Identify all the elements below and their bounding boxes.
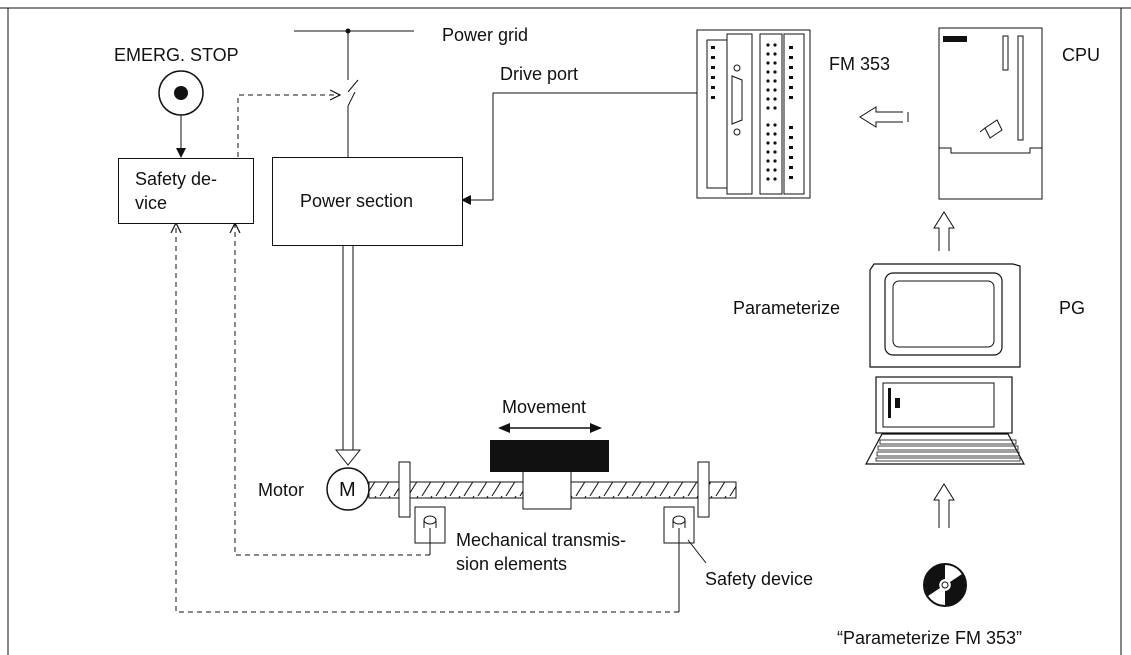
safety-device-leader (687, 539, 707, 564)
right-sensor-icon (663, 506, 695, 612)
pg-to-cpu-arrow (933, 211, 955, 251)
drive-port-label: Drive port (500, 64, 579, 84)
power-grid-label: Power grid (442, 25, 529, 45)
cpu-module-icon (938, 27, 1043, 200)
power-to-motor-double-arrow (334, 245, 362, 466)
movement-arrow-icon (498, 423, 602, 433)
left-sensor-feedback-dashed (235, 223, 430, 556)
cd-disc-icon (923, 563, 967, 607)
pg-computer-icon (865, 263, 1025, 465)
emergency-stop-icon (158, 70, 204, 116)
fm353-label: FM 353 (829, 54, 891, 74)
drive-shaft (368, 461, 737, 518)
cpu-to-fm353-arrow (859, 106, 909, 128)
emergency-stop-label: EMERG. STOP (114, 45, 239, 65)
power-section-box (272, 157, 463, 246)
fm353-module-icon (696, 29, 811, 199)
safety-to-switch-dashed (237, 95, 340, 157)
safety-device-box-label: Safety de- vice (135, 169, 218, 213)
motor-label: Motor (258, 480, 305, 500)
cd-to-pg-arrow (933, 483, 955, 528)
cpu-label: CPU (1062, 45, 1101, 65)
drive-port-line (461, 92, 735, 205)
motor-symbol: M (339, 479, 356, 501)
parameterize-label: Parameterize (733, 298, 841, 318)
pg-label: PG (1059, 298, 1086, 318)
mechanical-transmission-label: Mechanical transmis- sion elements (456, 530, 627, 574)
power-section-label: Power section (300, 191, 414, 211)
software-cd-label: “Parameterize FM 353” (837, 628, 1023, 648)
movement-label: Movement (502, 397, 587, 417)
left-sensor-icon (414, 506, 446, 555)
safety-device-label: Safety device (705, 569, 814, 589)
power-grid-switch (294, 28, 414, 157)
carriage-block (490, 440, 609, 472)
safety-device-box (118, 158, 254, 224)
